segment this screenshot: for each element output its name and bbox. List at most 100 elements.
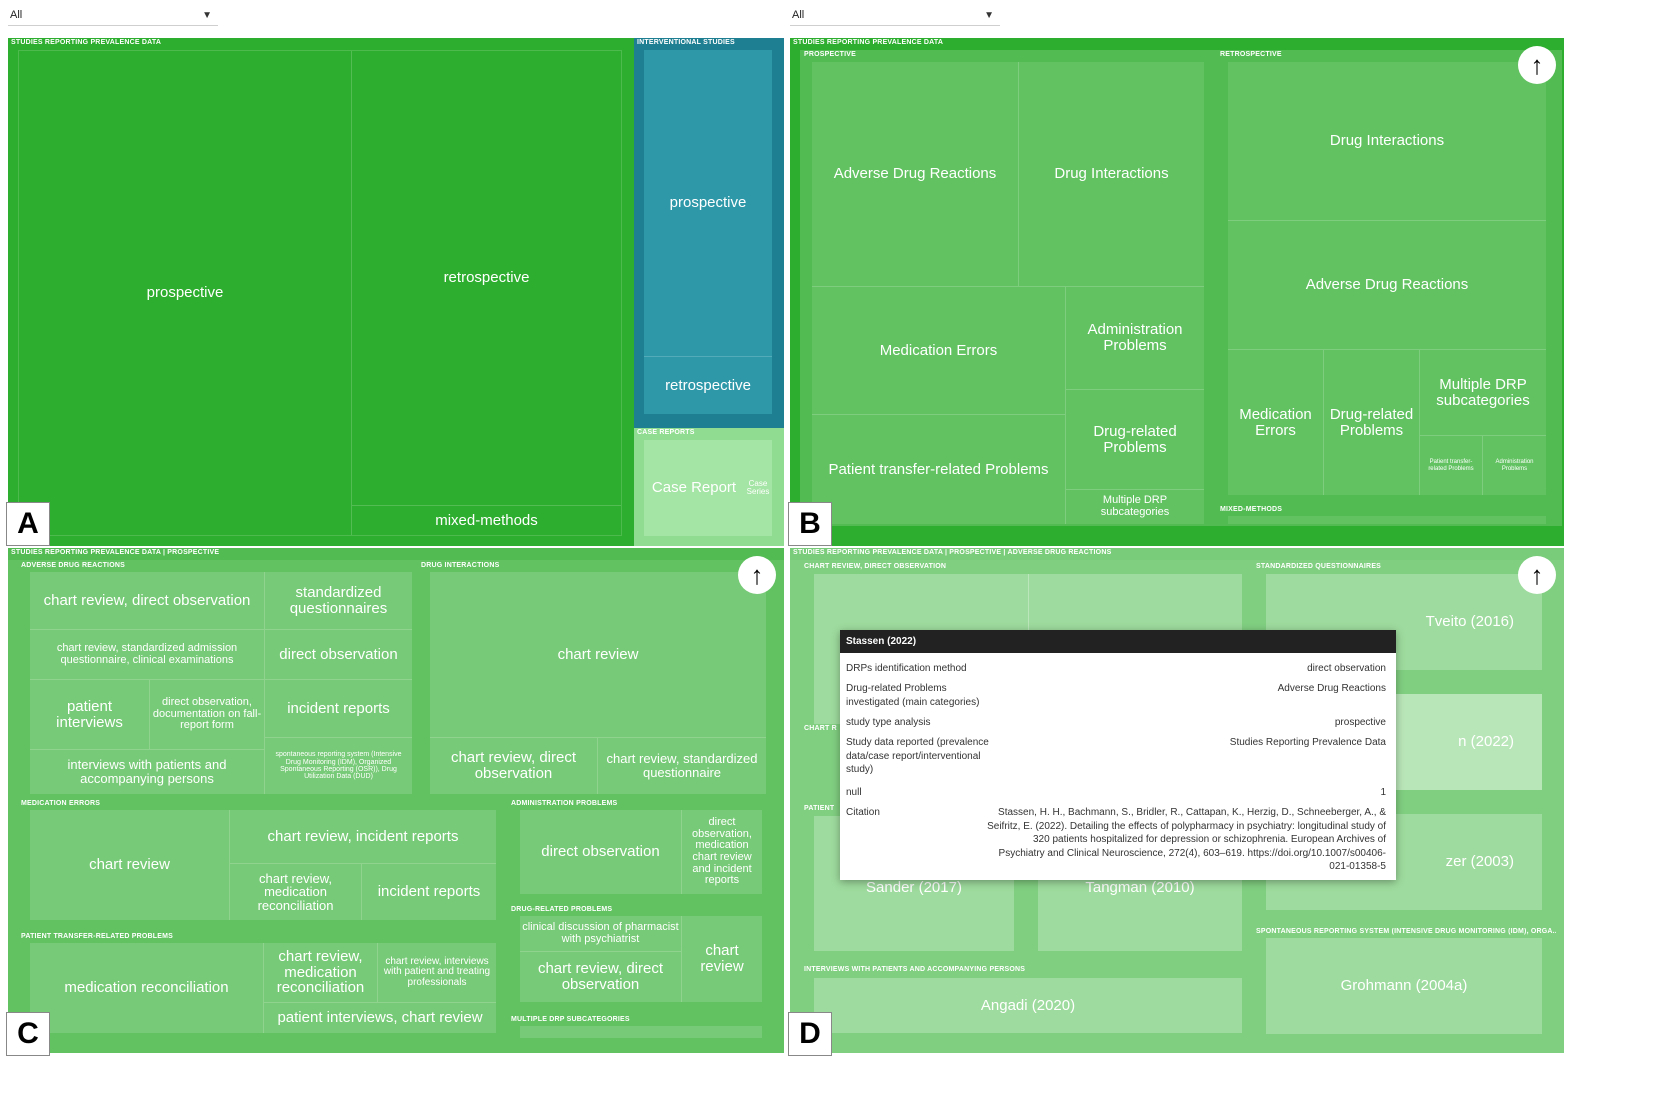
interventional-region: Interventional Studies prospective retro… [634, 38, 784, 428]
tile-me-crir[interactable]: chart review, incident reports [230, 810, 496, 864]
tile-mixed-methods[interactable] [1228, 516, 1546, 524]
me-header: Medication Errors [21, 800, 101, 807]
tile-di-cr[interactable]: chart review [430, 572, 766, 738]
sq-header: Standardized Questionnaires [1256, 563, 1382, 570]
tile-drp-cd[interactable]: clinical discussion of pharmacist with p… [520, 916, 682, 952]
tile-mds[interactable] [520, 1026, 762, 1038]
iwp-header: Interviews with Patients and Accompanyin… [804, 966, 1026, 973]
adr-inner: chart review, direct observation standar… [30, 572, 412, 794]
prevalence-region: prospective retrospective mixed-methods [18, 50, 622, 536]
tile-retrospective[interactable]: retrospective [352, 51, 621, 506]
tile-p-di[interactable]: Drug Interactions [1019, 62, 1204, 287]
di-inner: chart review chart review, direct observ… [430, 572, 766, 794]
tile-r-ptrp[interactable]: Patient transfer-related Problems [1420, 436, 1483, 495]
mds-region: Multiple DRP subcategories [508, 1014, 784, 1044]
tile-p-adr[interactable]: Adverse Drug Reactions [812, 62, 1019, 287]
tile-angadi[interactable]: Angadi (2020) [814, 978, 1242, 1033]
prospective-inner: Adverse Drug Reactions Drug Interactions… [812, 62, 1204, 524]
prospective-header: Prospective [804, 51, 856, 58]
tile-adr-iwp[interactable]: interviews with patients and accompanyin… [30, 750, 265, 794]
tooltip-stassen: Stassen (2022) DRPs identification metho… [840, 630, 1396, 880]
panel-label-a: A [6, 502, 50, 546]
di-region: Drug Interactions chart review chart rev… [418, 560, 784, 796]
tile-ptrp-mr[interactable]: medication reconciliation [30, 943, 264, 1033]
tile-int-prospective[interactable]: prospective [644, 50, 772, 357]
tooltip-row: Study data reported (prevalence data/cas… [846, 736, 1386, 780]
prospective-region: Prospective Adverse Drug Reactions Drug … [800, 50, 1216, 526]
tile-case-report[interactable]: Case Report [644, 440, 744, 536]
tile-me-crmr[interactable]: chart review, medication reconciliation [230, 864, 362, 920]
tile-adr-dod[interactable]: direct observation, documentation on fal… [150, 680, 265, 750]
tooltip-row: null 1 [846, 786, 1386, 802]
tile-p-drp[interactable]: Drug-related Problems [1066, 390, 1204, 490]
tile-grohmann[interactable]: Grohmann (2004a) [1266, 938, 1542, 1034]
tooltip-key: DRPs identification method [846, 663, 967, 674]
tooltip-value: Adverse Drug Reactions [1277, 683, 1386, 694]
tile-p-ap[interactable]: Administration Problems [1066, 287, 1204, 390]
tile-mixed-methods[interactable]: mixed-methods [435, 511, 538, 529]
tile-prospective[interactable]: prospective [19, 51, 352, 535]
tile-r-ap[interactable]: Administration Problems [1495, 459, 1534, 472]
crdo-header: Chart Review, Direct Observation [804, 563, 947, 570]
tooltip-value: Studies Reporting Prevalence Data [1229, 737, 1386, 748]
tile-adr-srs[interactable]: spontaneous reporting system (Intensive … [275, 751, 402, 781]
case-reports-header: Case Reports [637, 429, 695, 436]
srs-header: Spontaneous Reporting System (Intensive … [1256, 928, 1556, 935]
panel-c: Studies Reporting Prevalence Data | Pros… [8, 548, 784, 1053]
up-arrow-button[interactable]: ↑ [1518, 556, 1556, 594]
tile-me-ir[interactable]: incident reports [377, 883, 481, 901]
panel-a: Studies Reporting Prevalence Data prospe… [8, 38, 784, 546]
tile-ap-domc[interactable]: direct observation, medication chart rev… [692, 816, 752, 887]
tile-r-drp[interactable]: Drug-related Problems [1324, 350, 1420, 495]
tooltip-value: 1 [1380, 787, 1386, 798]
tile-ptrp-criw[interactable]: chart review, interviews with patient an… [378, 943, 496, 1003]
tile-p-me[interactable]: Medication Errors [812, 287, 1066, 415]
retrospective-header: Retrospective [1220, 51, 1282, 58]
tile-r-mds[interactable]: Multiple DRP subcategories [1420, 350, 1546, 436]
tile-adr-crsa[interactable]: chart review, standardized admission que… [30, 630, 265, 680]
tile-adr-do[interactable]: direct observation [265, 630, 412, 680]
mixed-methods-header: Mixed-Methods [1220, 506, 1283, 513]
tile-me-cr[interactable]: chart review [30, 810, 230, 920]
tile-case-series[interactable]: Case Series [744, 440, 772, 536]
tile-ap-do[interactable]: direct observation [520, 810, 682, 894]
mixed-methods-region: Mixed-Methods [1216, 503, 1562, 526]
chevron-down-icon: ▼ [984, 10, 994, 21]
tile-drp-cr[interactable]: chart review [700, 942, 744, 975]
chart-r-header: Chart R [804, 725, 837, 732]
tile-r-me[interactable]: Medication Errors [1228, 350, 1324, 495]
tile-tangman[interactable]: Tangman (2010) [1085, 879, 1195, 897]
case-reports-region: Case Reports Case Report Case Series [634, 428, 784, 546]
filter-dropdown-left[interactable]: All ▼ [8, 4, 218, 26]
tile-ptrp-picr[interactable]: patient interviews, chart review [277, 1009, 483, 1027]
me-inner: chart review chart review, incident repo… [30, 810, 496, 920]
tile-di-crsq[interactable]: chart review, standardized questionnaire [606, 751, 758, 780]
tile-sander[interactable]: Sander (2017) [866, 879, 962, 897]
ptrp-region: Patient Transfer-related Problems medica… [18, 931, 506, 1036]
tile-adr-crdo[interactable]: chart review, direct observation [30, 572, 265, 630]
tile-di-crdo[interactable]: chart review, direct observation [430, 738, 598, 794]
panel-d: Studies Reporting Prevalence Data | Pros… [790, 548, 1564, 1053]
tile-r-adr[interactable]: Adverse Drug Reactions [1228, 221, 1546, 350]
ap-region: Administration Problems direct observati… [508, 798, 784, 902]
tile-ptrp-crmr[interactable]: chart review, medication reconciliation [264, 943, 378, 1003]
up-arrow-button[interactable]: ↑ [738, 556, 776, 594]
tooltip-row: study type analysis prospective [846, 716, 1386, 732]
tooltip-key: Citation [846, 807, 880, 818]
ptrp-inner: medication reconciliation chart review, … [30, 943, 496, 1033]
tile-adr-pi[interactable]: patient interviews [30, 680, 150, 750]
up-arrow-button[interactable]: ↑ [1518, 46, 1556, 84]
tile-adr-ir[interactable]: incident reports [265, 680, 412, 738]
panel-b: Studies Reporting Prevalence Data Prospe… [790, 38, 1564, 546]
tooltip-value: prospective [1334, 717, 1386, 728]
tile-r-di[interactable]: Drug Interactions [1228, 62, 1546, 221]
tile-p-mds[interactable]: Multiple DRP subcategories [1100, 494, 1170, 518]
tile-p-ptrp[interactable]: Patient transfer-related Problems [812, 415, 1066, 524]
tile-int-retrospective[interactable]: retrospective [644, 357, 772, 414]
tooltip-key: null [846, 787, 862, 798]
tile-adr-sq[interactable]: standardized questionnaires [265, 572, 412, 630]
tooltip-row: Drug-related Problems investigated (main… [846, 682, 1386, 712]
filter-dropdown-right[interactable]: All ▼ [790, 4, 1000, 26]
tile-drp-crdo[interactable]: chart review, direct observation [520, 952, 682, 1002]
ap-inner: direct observation direct observation, m… [520, 810, 762, 894]
